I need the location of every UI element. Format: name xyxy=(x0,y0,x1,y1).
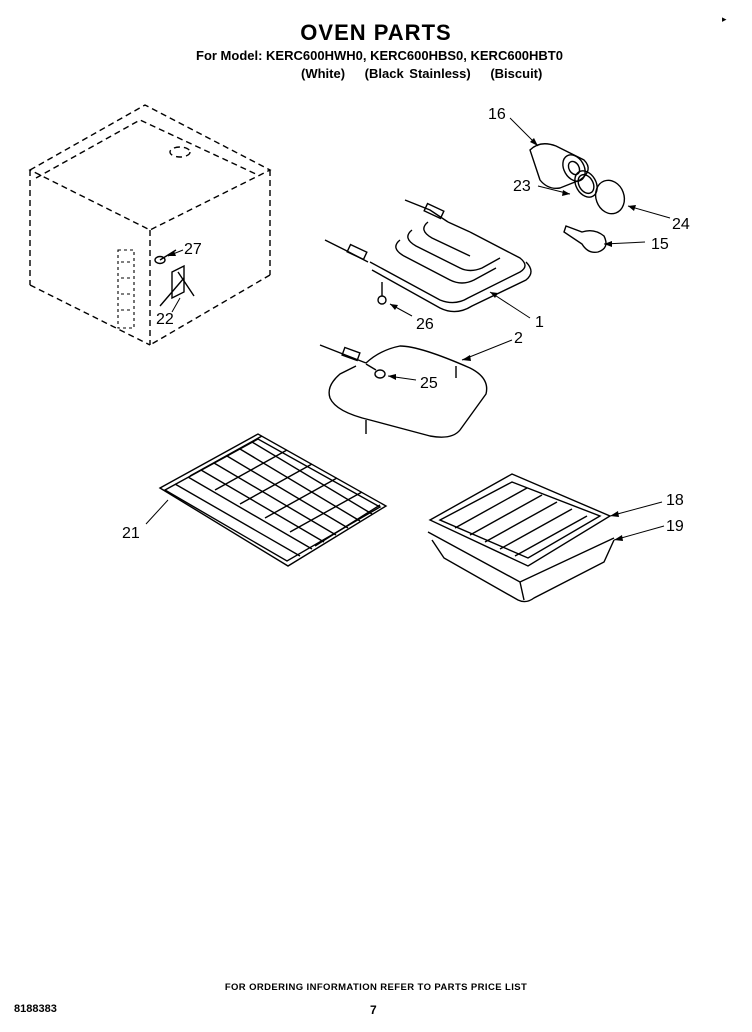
ordering-note: FOR ORDERING INFORMATION REFER TO PARTS … xyxy=(224,982,528,993)
callout-22: 22 xyxy=(156,311,174,328)
oven-side-slots xyxy=(117,249,135,329)
part-1-broil-element xyxy=(324,199,532,313)
part-21-oven-rack xyxy=(158,433,388,567)
part-24-lens xyxy=(594,179,626,215)
page-number: 7 xyxy=(370,1003,377,1017)
model-numbers: For Model: KERC600HWH0, KERC600HBS0, KER… xyxy=(196,48,563,63)
model-variants: (White) (Black Stainless) (Biscuit) xyxy=(301,66,556,81)
callout-25: 25 xyxy=(420,375,438,392)
callout-21: 21 xyxy=(122,525,140,542)
callout-1: 1 xyxy=(535,314,544,331)
part-19-broiler-pan xyxy=(427,531,615,603)
callout-26: 26 xyxy=(416,316,434,333)
callout-15: 15 xyxy=(651,236,669,253)
document-number: 8188383 xyxy=(14,1003,57,1015)
callout-23: 23 xyxy=(513,178,531,195)
variant-black-stainless: (Black Stainless) xyxy=(364,66,471,81)
part-22-bracket xyxy=(159,264,195,307)
leader-arrowheads xyxy=(168,138,636,541)
callout-27: 27 xyxy=(184,241,202,258)
part-16-light-socket xyxy=(529,143,589,190)
callout-2: 2 xyxy=(514,330,523,347)
oven-cavity xyxy=(28,104,272,346)
callout-24: 24 xyxy=(672,216,690,233)
callout-labels: 16 23 24 15 27 22 26 1 2 25 21 18 19 xyxy=(122,106,690,542)
page-title: OVEN PARTS xyxy=(300,20,452,45)
leader-lines xyxy=(145,117,671,541)
callout-16: 16 xyxy=(488,106,506,123)
part-23-gasket xyxy=(574,170,598,198)
part-15-bulb xyxy=(563,225,607,254)
variant-biscuit: (Biscuit) xyxy=(490,66,543,81)
callout-18: 18 xyxy=(666,492,684,509)
callout-19: 19 xyxy=(666,518,684,535)
corner-mark: ▸ xyxy=(722,14,727,24)
part-2-bake-element xyxy=(319,344,488,438)
variant-white: (White) xyxy=(301,66,346,81)
